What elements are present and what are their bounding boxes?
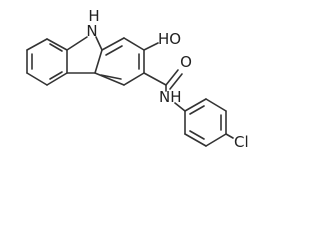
carbonyl-oxygen-label: O (180, 53, 192, 71)
hydroxyl-bond (143, 42, 159, 51)
carbazole-pyrrole-ring (66, 36, 103, 74)
nh-hydrogen-label: H (88, 7, 99, 25)
amide-group (143, 69, 183, 92)
carbazole-benzene-left (26, 38, 68, 86)
chlorophenyl-ring (174, 98, 234, 147)
chlorine-label: Cl (234, 133, 249, 151)
molecule-structure: H N HO O NH Cl (26, 7, 249, 151)
amide-nitrogen-label: NH (159, 88, 182, 106)
carbazole-benzene-right (94, 37, 145, 86)
hydroxyl-label: HO (158, 30, 181, 48)
ring-nitrogen-label: N (86, 22, 97, 40)
